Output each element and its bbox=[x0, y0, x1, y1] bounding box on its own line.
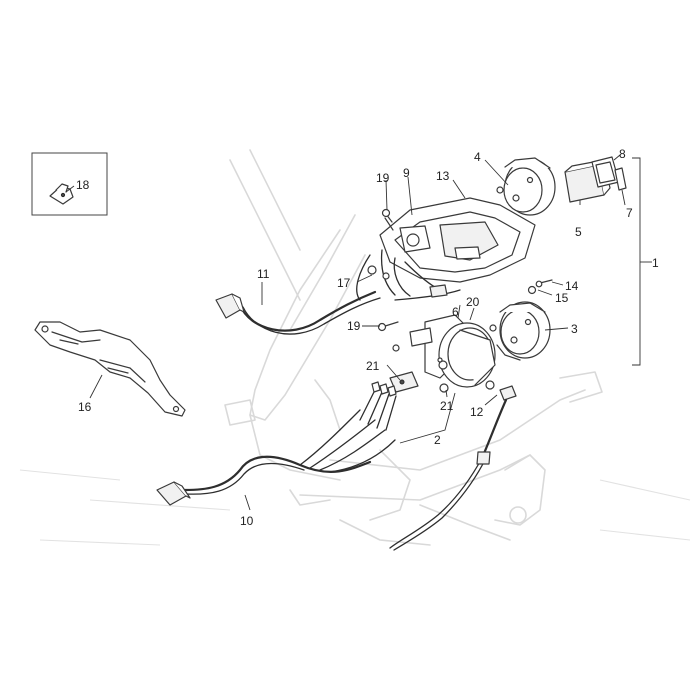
callout-7: 7 bbox=[626, 206, 633, 220]
callout-18: 18 bbox=[76, 178, 90, 192]
callout-2: 2 bbox=[434, 433, 441, 447]
callout-19-upper: 19 bbox=[376, 171, 390, 185]
callout-15: 15 bbox=[555, 291, 569, 305]
callout-19-lower: 19 bbox=[347, 319, 361, 333]
callout-9: 9 bbox=[403, 166, 410, 180]
loom-upper bbox=[356, 249, 461, 301]
callout-21-right: 21 bbox=[440, 399, 454, 413]
speedometer-cable bbox=[389, 385, 517, 551]
harness-11 bbox=[215, 290, 381, 335]
callout-3: 3 bbox=[571, 322, 578, 336]
callout-13: 13 bbox=[436, 169, 450, 183]
gauge-assembly bbox=[409, 314, 496, 393]
callout-12: 12 bbox=[470, 405, 484, 419]
screws bbox=[377, 208, 553, 332]
rev-counter-gauge bbox=[496, 157, 556, 216]
callout-8: 8 bbox=[619, 147, 626, 161]
callout-6: 6 bbox=[452, 305, 459, 319]
callout-4: 4 bbox=[474, 150, 481, 164]
harness-10 bbox=[156, 409, 396, 506]
callout-11: 11 bbox=[257, 267, 270, 281]
callout-21-left: 21 bbox=[366, 359, 380, 373]
leader-lines bbox=[65, 154, 652, 511]
callout-10: 10 bbox=[240, 514, 254, 528]
callout-20: 20 bbox=[466, 295, 480, 309]
instrument-support bbox=[379, 197, 536, 283]
callout-14: 14 bbox=[565, 279, 579, 293]
callout-1: 1 bbox=[652, 256, 659, 270]
connector-block bbox=[359, 344, 419, 431]
callout-labels: 1 2 3 4 5 6 7 8 9 10 11 12 13 14 15 16 1… bbox=[76, 147, 659, 528]
callout-16: 16 bbox=[78, 400, 92, 414]
group-bracket bbox=[632, 157, 641, 366]
ghost-frame bbox=[19, 149, 691, 546]
bracket-part bbox=[34, 321, 186, 417]
speedometer-gauge bbox=[489, 301, 551, 361]
lens-and-gasket bbox=[591, 156, 627, 191]
callout-17: 17 bbox=[337, 276, 351, 290]
callout-5: 5 bbox=[575, 225, 582, 239]
inset-clip-box bbox=[31, 152, 108, 216]
